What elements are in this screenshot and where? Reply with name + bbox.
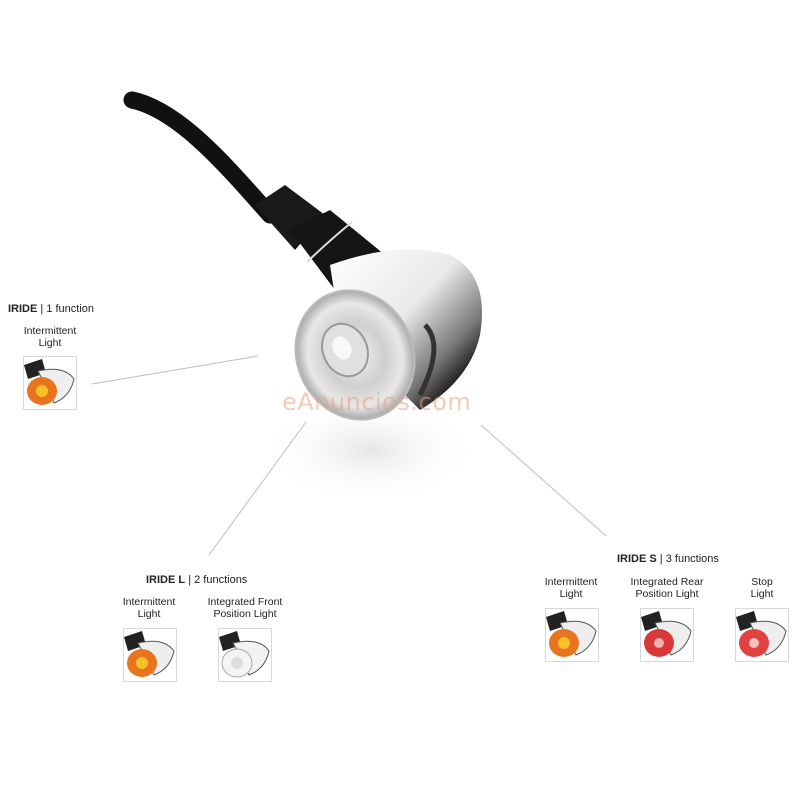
function-count: 1 function: [46, 303, 95, 315]
variant-name: IRIDE: [8, 303, 38, 315]
watermark: eAnuncios.com: [282, 388, 472, 416]
cable: [123, 91, 279, 224]
thumbnail-intermittent-light: [23, 356, 77, 410]
variant-title-iride-l: IRIDE L | 2 functions: [146, 574, 248, 586]
indicator-amber-icon: [546, 611, 597, 657]
indicator-amber-icon: [124, 631, 175, 677]
indicator-red-icon: [736, 611, 787, 657]
thumbnail-intermittent-light: [545, 608, 599, 662]
variant-title-iride-s: IRIDE S | 3 functions: [617, 553, 719, 565]
thumbnail-stop-light: [735, 608, 789, 662]
variant-title-iride: IRIDE | 1 function: [8, 303, 95, 315]
callout-line-iride-l: [208, 421, 307, 556]
indicator-white-icon: [219, 631, 270, 678]
reflection: [260, 395, 480, 505]
thumbnail-front-position-light: [218, 628, 272, 682]
callout-line-iride: [91, 355, 259, 385]
indicator-amber-icon: [24, 359, 75, 405]
callout-line-iride-s: [480, 424, 607, 537]
indicator-red-icon: [641, 611, 692, 657]
thumbnail-rear-position-light: [640, 608, 694, 662]
thumbnail-intermittent-light: [123, 628, 177, 682]
